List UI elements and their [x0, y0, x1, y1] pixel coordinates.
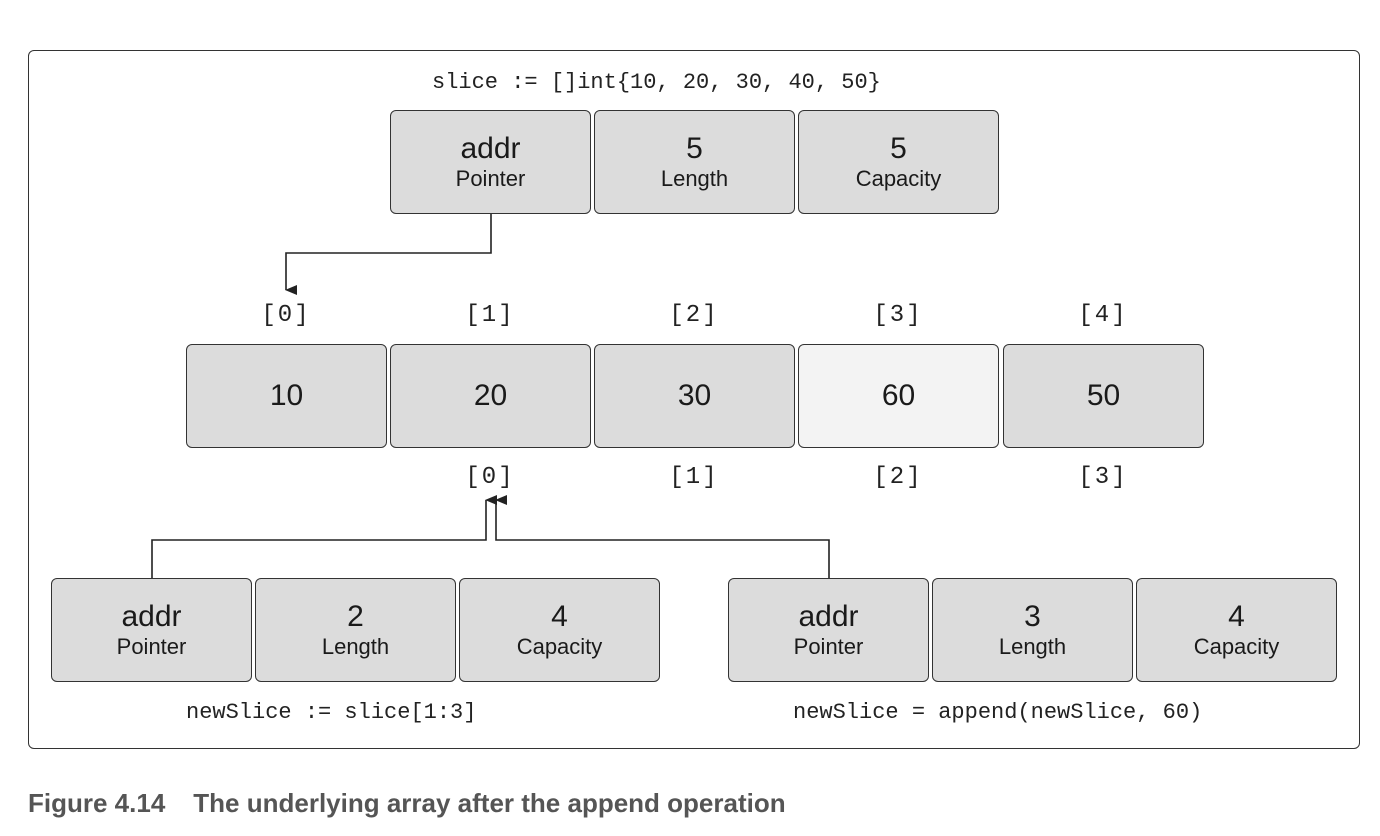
- array-cell: 30: [594, 344, 795, 448]
- array-cell-appended: 60: [798, 344, 999, 448]
- figure-caption: Figure 4.14 The underlying array after th…: [28, 788, 786, 819]
- field-label: Length: [660, 166, 729, 191]
- left-pointer-field: addr Pointer: [51, 578, 252, 682]
- left-length-field: 2 Length: [255, 578, 456, 682]
- field-value: addr: [121, 600, 182, 633]
- new-slice-index: [1]: [669, 464, 719, 491]
- figure-caption-text: The underlying array after the append op…: [193, 788, 786, 818]
- top-capacity-field: 5 Capacity: [798, 110, 999, 214]
- slicing-code: newSlice := slice[1:3]: [186, 700, 477, 725]
- array-cell-value: 30: [677, 379, 712, 412]
- field-value: 4: [551, 600, 568, 633]
- field-value: 2: [347, 600, 364, 633]
- field-value: 5: [686, 132, 703, 165]
- field-label: Capacity: [1193, 634, 1280, 659]
- array-cell-value: 10: [269, 379, 304, 412]
- field-label: Pointer: [455, 166, 526, 191]
- field-label: Capacity: [516, 634, 603, 659]
- field-label: Pointer: [116, 634, 187, 659]
- slice-declaration-code: slice := []int{10, 20, 30, 40, 50}: [432, 70, 881, 95]
- top-pointer-arrow: [285, 214, 492, 295]
- array-cell-value: 50: [1086, 379, 1121, 412]
- array-index-top: [0]: [261, 302, 311, 329]
- field-value: 5: [890, 132, 907, 165]
- array-cell: 20: [390, 344, 591, 448]
- field-label: Pointer: [793, 634, 864, 659]
- array-cell-value: 60: [881, 379, 916, 412]
- right-capacity-field: 4 Capacity: [1136, 578, 1337, 682]
- top-length-field: 5 Length: [594, 110, 795, 214]
- top-pointer-field: addr Pointer: [390, 110, 591, 214]
- array-cell-value: 20: [473, 379, 508, 412]
- new-slice-index: [2]: [873, 464, 923, 491]
- field-value: 4: [1228, 600, 1245, 633]
- field-label: Length: [998, 634, 1067, 659]
- array-index-top: [4]: [1078, 302, 1128, 329]
- field-value: addr: [798, 600, 859, 633]
- new-slice-index: [3]: [1078, 464, 1128, 491]
- array-index-top: [3]: [873, 302, 923, 329]
- right-pointer-field: addr Pointer: [728, 578, 929, 682]
- array-index-top: [2]: [669, 302, 719, 329]
- new-slice-index: [0]: [465, 464, 515, 491]
- field-value: addr: [460, 132, 521, 165]
- diagram-frame: [28, 50, 1360, 749]
- append-code: newSlice = append(newSlice, 60): [793, 700, 1203, 725]
- right-length-field: 3 Length: [932, 578, 1133, 682]
- field-value: 3: [1024, 600, 1041, 633]
- field-label: Capacity: [855, 166, 942, 191]
- array-index-top: [1]: [465, 302, 515, 329]
- left-pointer-arrow: [151, 495, 497, 578]
- array-cell: 50: [1003, 344, 1204, 448]
- left-capacity-field: 4 Capacity: [459, 578, 660, 682]
- right-pointer-arrow: [495, 495, 830, 578]
- figure-number: Figure 4.14: [28, 788, 166, 818]
- array-cell: 10: [186, 344, 387, 448]
- field-label: Length: [321, 634, 390, 659]
